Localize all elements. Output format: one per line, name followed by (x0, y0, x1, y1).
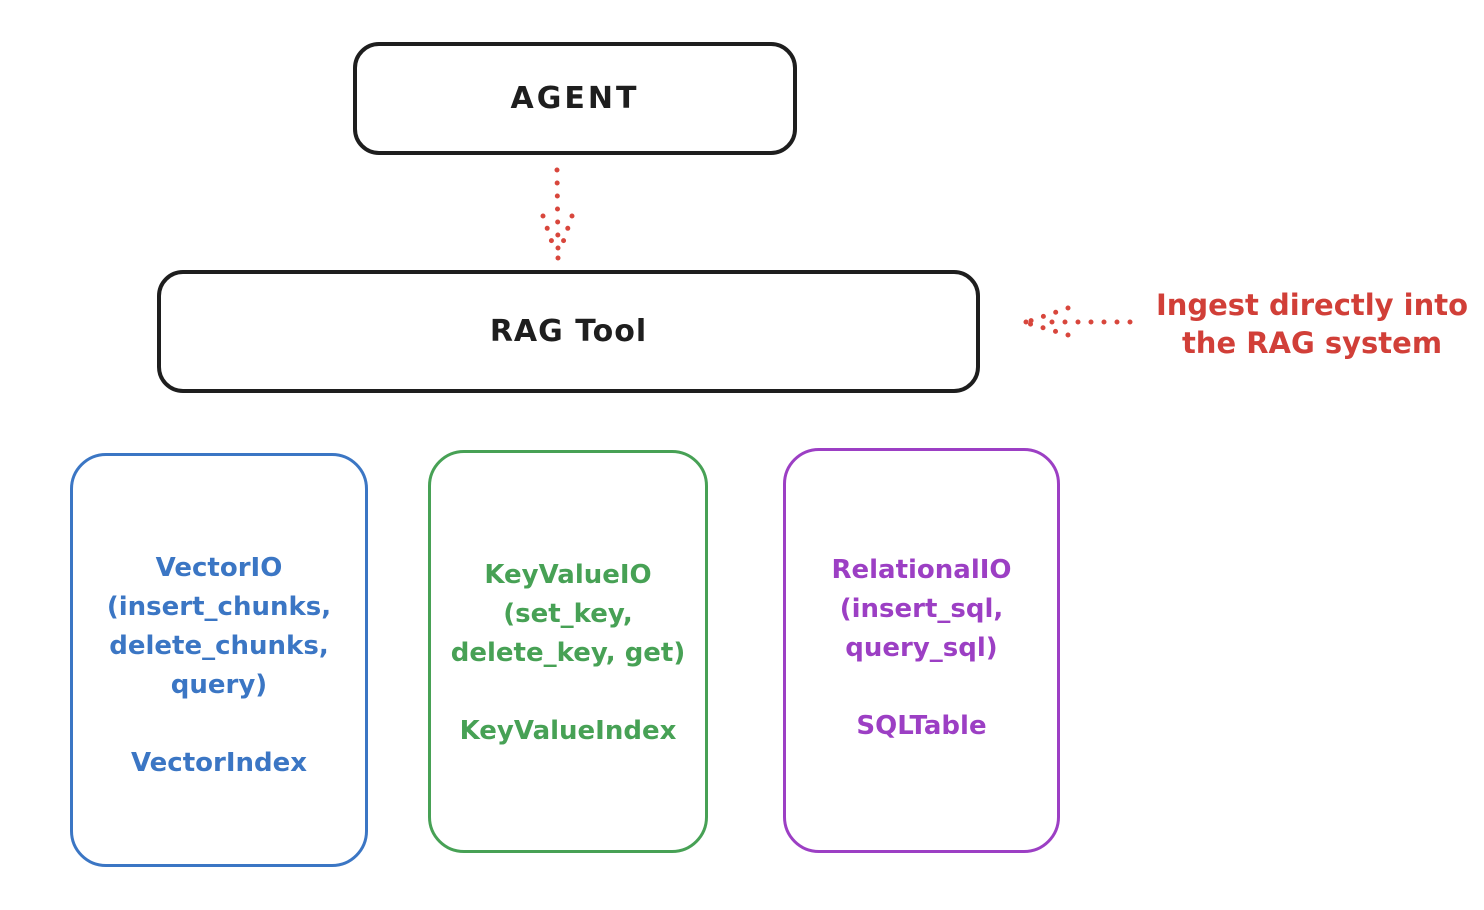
relational-io-box: RelationalIO (insert_sql, query_sql) SQL… (783, 448, 1060, 853)
sqltable-label: SQLTable (856, 711, 987, 741)
rag-tool-box: RAG Tool (157, 270, 980, 393)
vector-index-label: VectorIndex (130, 748, 308, 778)
left-arrow-icon (1023, 305, 1133, 338)
keyvalue-io-methods: KeyValueIO (set_key, delete_key, get) (450, 560, 686, 668)
ingest-annotation: Ingest directly into the RAG system (1155, 288, 1469, 360)
agent-box: AGENT (353, 42, 797, 155)
keyvalue-index-label: KeyValueIndex (459, 716, 677, 746)
agent-label: AGENT (510, 81, 640, 116)
keyvalue-io-box: KeyValueIO (set_key, delete_key, get) Ke… (428, 450, 708, 853)
down-arrow-icon (540, 167, 575, 261)
rag-tool-label: RAG Tool (489, 314, 648, 349)
vector-io-box: VectorIO (insert_chunks, delete_chunks, … (70, 453, 368, 867)
relational-io-methods: RelationalIO (insert_sql, query_sql) (831, 555, 1012, 663)
vector-io-methods: VectorIO (insert_chunks, delete_chunks, … (106, 553, 332, 700)
